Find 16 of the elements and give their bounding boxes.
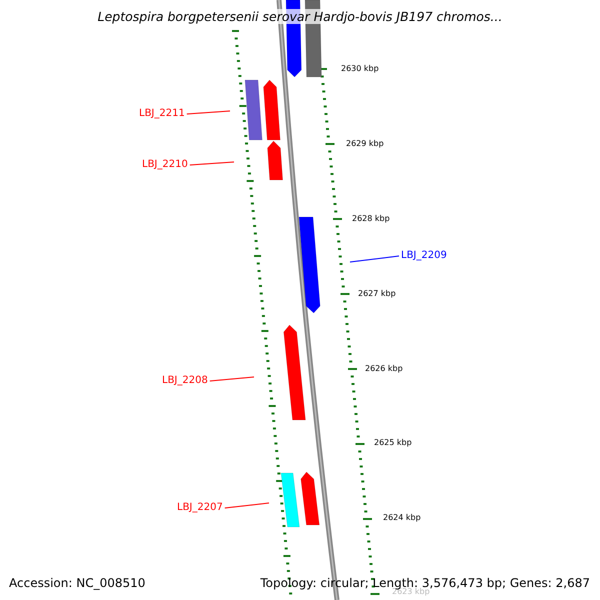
gene-label: LBJ_2208 <box>162 375 208 387</box>
footer-text: Topology: circular; Length: 3,576,473 bp; Genes: 2,687 <box>260 576 590 590</box>
tick-label: 2629 kbp <box>346 139 384 149</box>
gene-label: LBJ_2210 <box>142 159 188 171</box>
tick-label: 2625 kbp <box>374 438 412 448</box>
title: Leptospira borgpetersenii serovar Hardjo-bovis JB197 chromos... <box>98 9 502 24</box>
tick-label: 2623 kbp <box>392 587 430 597</box>
tick-label: 2630 kbp <box>341 64 379 74</box>
tick-label: 2624 kbp <box>383 513 421 523</box>
footer-text: Accession: NC_008510 <box>9 576 146 590</box>
tick-label: 2626 kbp <box>365 364 403 374</box>
gene-label: LBJ_2207 <box>177 502 223 514</box>
gene-label: LBJ_2209 <box>401 250 447 262</box>
tick-label: 2627 kbp <box>358 289 396 299</box>
tick-label: 2628 kbp <box>352 214 390 224</box>
gene-label: LBJ_2211 <box>139 108 185 120</box>
